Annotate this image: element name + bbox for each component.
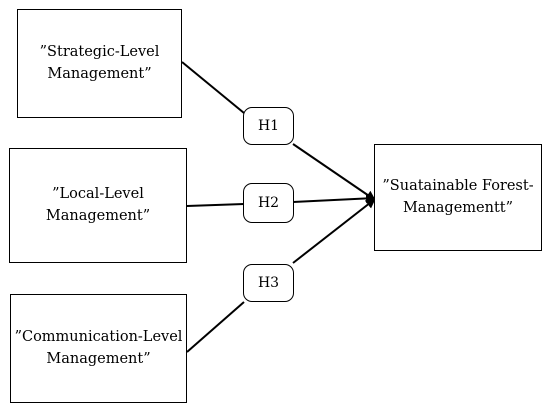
- local-level-text: ”Local-Level Management”: [46, 184, 150, 226]
- strategic-level-line-2: Management”: [47, 65, 152, 82]
- communication-level-text: ”Communication-Level Management”: [15, 327, 183, 369]
- line-local-to-h2: [186, 203, 245, 207]
- sustainable-forest-management-box: ”Suatainable Forest- Managementt”: [374, 144, 542, 251]
- strategic-level-text: ”Strategic-Level Management”: [40, 42, 160, 84]
- strategic-level-box: ”Strategic-Level Management”: [17, 9, 182, 118]
- outcome-line-1: ”Suatainable Forest-: [382, 178, 534, 195]
- line-strategic-to-h1: [181, 61, 245, 114]
- arrow-h2-to-outcome: [292, 193, 376, 204]
- local-level-box: ”Local-Level Management”: [9, 148, 187, 263]
- local-level-line-2: Management”: [45, 207, 151, 224]
- communication-level-line-2: Management”: [46, 350, 151, 367]
- outcome-line-2: Managementt”: [402, 199, 514, 216]
- hypothesis-h2: H2: [243, 183, 294, 223]
- sustainable-forest-management-text: ”Suatainable Forest- Managementt”: [382, 176, 533, 218]
- arrow-h1-to-outcome: [292, 143, 376, 201]
- arrow-h3-to-outcome: [292, 198, 376, 264]
- strategic-level-line-1: ”Strategic-Level: [39, 44, 160, 61]
- hypothesis-h3: H3: [243, 264, 294, 302]
- line-communication-to-h3: [186, 301, 245, 353]
- hypothesis-h1: H1: [243, 107, 294, 145]
- communication-level-box: ”Communication-Level Management”: [10, 294, 187, 403]
- communication-level-line-1: ”Communication-Level: [14, 329, 183, 346]
- local-level-line-1: ”Local-Level: [52, 186, 144, 203]
